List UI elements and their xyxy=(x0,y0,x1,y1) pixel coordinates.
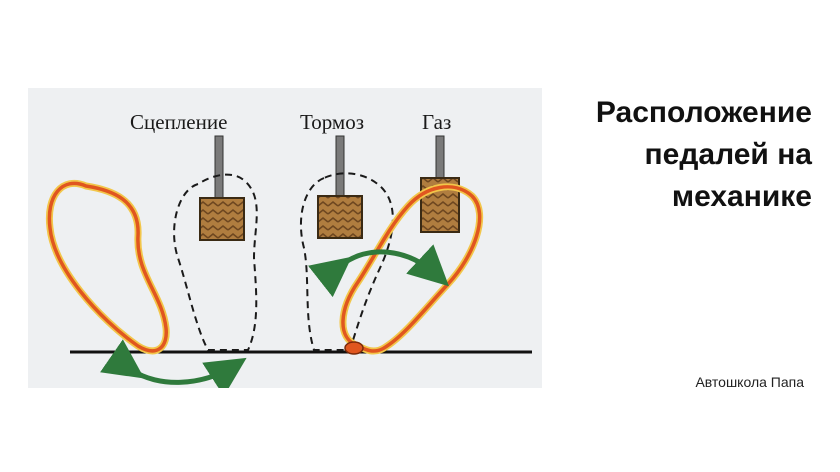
title-line: Расположение xyxy=(595,96,812,129)
left-foot-outline xyxy=(45,179,170,355)
clutch-label: Сцепление xyxy=(130,110,228,134)
pedal-diagram-graphic xyxy=(45,135,532,388)
heel-pivot-icon xyxy=(344,341,364,355)
clutch-foot-arrow xyxy=(100,339,247,388)
brake-pedal-icon xyxy=(317,135,363,239)
brake-foot-dashed xyxy=(300,172,394,351)
clutch-pedal-icon xyxy=(199,135,245,241)
title-line: механике xyxy=(671,180,812,213)
brake-gas-arrow xyxy=(307,244,449,298)
clutch-foot-dashed xyxy=(173,173,258,351)
title-line: педалей на xyxy=(644,138,812,171)
slide-title: Расположение педалей на механике xyxy=(542,92,812,218)
gas-label: Газ xyxy=(422,110,452,134)
pedal-diagram: Сцепление Тормоз Газ xyxy=(28,88,542,388)
brake-label: Тормоз xyxy=(300,110,365,134)
brand-caption: Автошкола Папа xyxy=(695,374,804,390)
